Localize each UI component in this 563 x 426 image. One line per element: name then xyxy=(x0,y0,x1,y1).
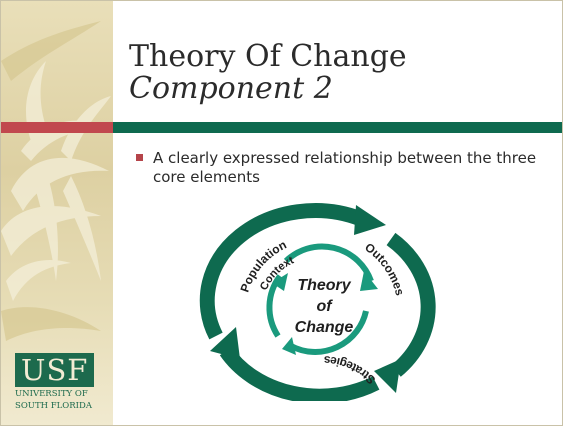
theory-of-change-diagram: Theory of Change Population Context Outc… xyxy=(199,203,436,401)
center-line-1: Theory xyxy=(297,277,351,294)
inner-arrowhead-3-icon xyxy=(272,273,288,291)
inner-arrowhead-1-icon xyxy=(360,271,378,291)
header-band-green xyxy=(113,122,562,133)
usf-logo-line-1: UNIVERSITY OF xyxy=(15,389,88,399)
inner-arrowhead-2-icon xyxy=(282,337,296,355)
title-line-2: Component 2 xyxy=(129,71,333,106)
arrowhead-bottom-icon xyxy=(374,359,401,393)
usf-logo: USF UNIVERSITY OF SOUTH FLORIDA xyxy=(15,353,101,423)
slide-title: Theory Of Change Component 2 xyxy=(129,41,549,105)
bullet-marker xyxy=(136,154,143,161)
usf-logo-mark: USF xyxy=(15,353,95,387)
arrowhead-left-icon xyxy=(210,327,240,359)
usf-logo-line-2: SOUTH FLORIDA xyxy=(15,401,92,411)
center-line-2: of xyxy=(316,298,333,315)
title-line-1: Theory Of Change xyxy=(129,39,407,74)
inner-ring-arrowheads xyxy=(272,271,378,355)
outer-ring xyxy=(199,203,436,401)
header-band-red xyxy=(1,122,113,133)
center-line-3: Change xyxy=(295,319,354,336)
bullet-item: A clearly expressed relationship between… xyxy=(136,149,543,187)
bullet-text: A clearly expressed relationship between… xyxy=(153,149,537,186)
label-strategies: Strategies xyxy=(323,353,378,387)
arrowhead-top-icon xyxy=(354,205,386,235)
outer-ring-arrowheads xyxy=(210,205,401,393)
